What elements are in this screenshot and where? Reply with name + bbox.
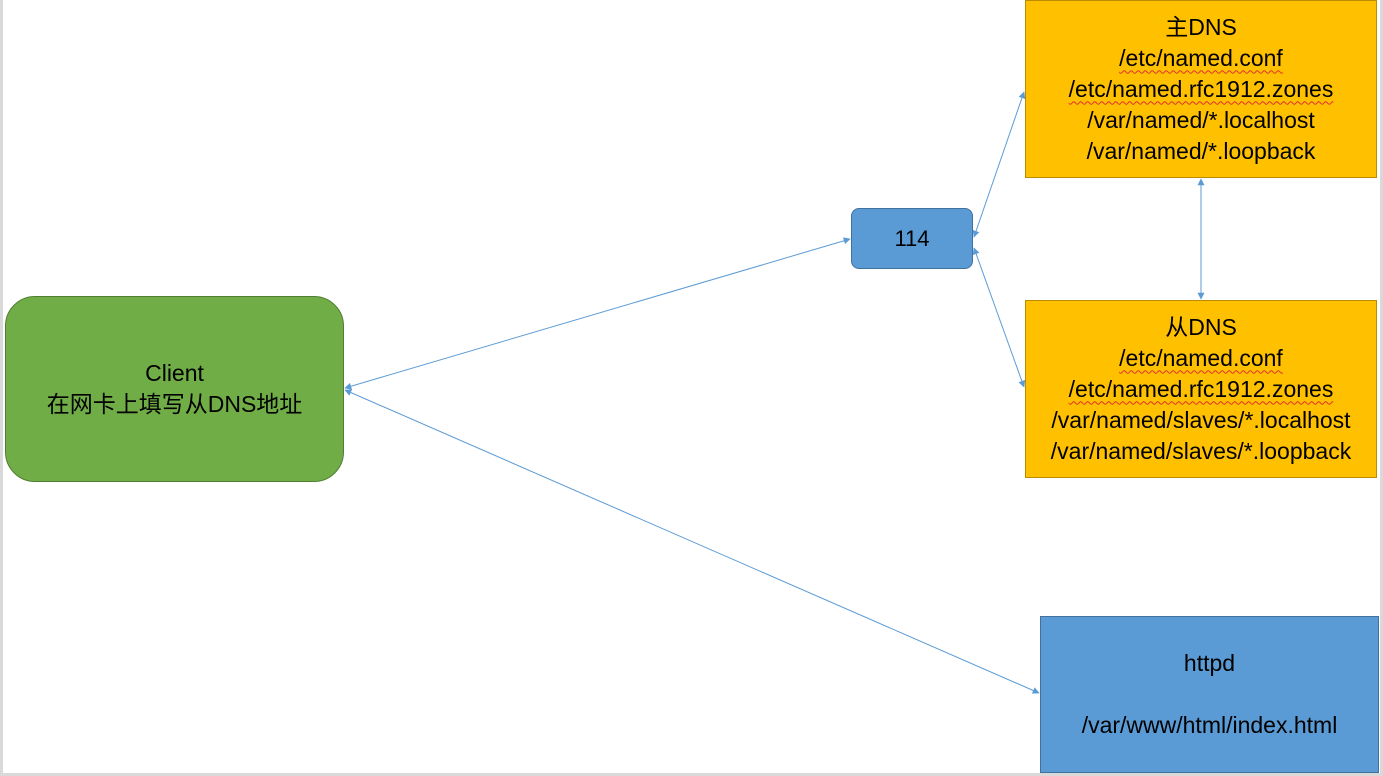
master-dns-title: 主DNS (1165, 13, 1237, 40)
slave-dns-file: /var/named/slaves/*.localhost (1051, 406, 1351, 433)
arrow-client-114 (344, 237, 851, 390)
master-dns-file: /var/named/*.loopback (1086, 137, 1316, 164)
arrow-114-master-dns (972, 91, 1026, 238)
slave-dns-file: /var/named/slaves/*.loopback (1050, 437, 1352, 464)
httpd-node: httpd /var/www/html/index.html (1040, 616, 1379, 773)
httpd-title: httpd (1183, 650, 1236, 676)
dns-114-label: 114 (894, 226, 930, 251)
arrow-client-httpd (344, 389, 1040, 694)
master-dns-file: /etc/named.rfc1912.zones (1068, 75, 1334, 102)
slave-dns-file: /etc/named.rfc1912.zones (1068, 375, 1334, 402)
httpd-path: /var/www/html/index.html (1081, 712, 1338, 738)
slave-dns-node: 从DNS /etc/named.conf /etc/named.rfc1912.… (1025, 300, 1377, 478)
diagram-canvas: Client 在网卡上填写从DNS地址 114 主DNS /etc/named.… (3, 0, 1380, 773)
slave-dns-title: 从DNS (1165, 313, 1237, 340)
master-dns-node: 主DNS /etc/named.conf /etc/named.rfc1912.… (1025, 0, 1377, 178)
dns-114-node: 114 (851, 208, 973, 269)
client-node: Client 在网卡上填写从DNS地址 (5, 296, 344, 482)
client-name: Client (145, 360, 204, 386)
master-dns-file: /etc/named.conf (1119, 44, 1283, 71)
client-note: 在网卡上填写从DNS地址 (46, 391, 303, 417)
slave-dns-file: /etc/named.conf (1119, 344, 1283, 371)
master-dns-file: /var/named/*.localhost (1087, 106, 1315, 133)
arrow-114-slave-dns (972, 247, 1026, 388)
